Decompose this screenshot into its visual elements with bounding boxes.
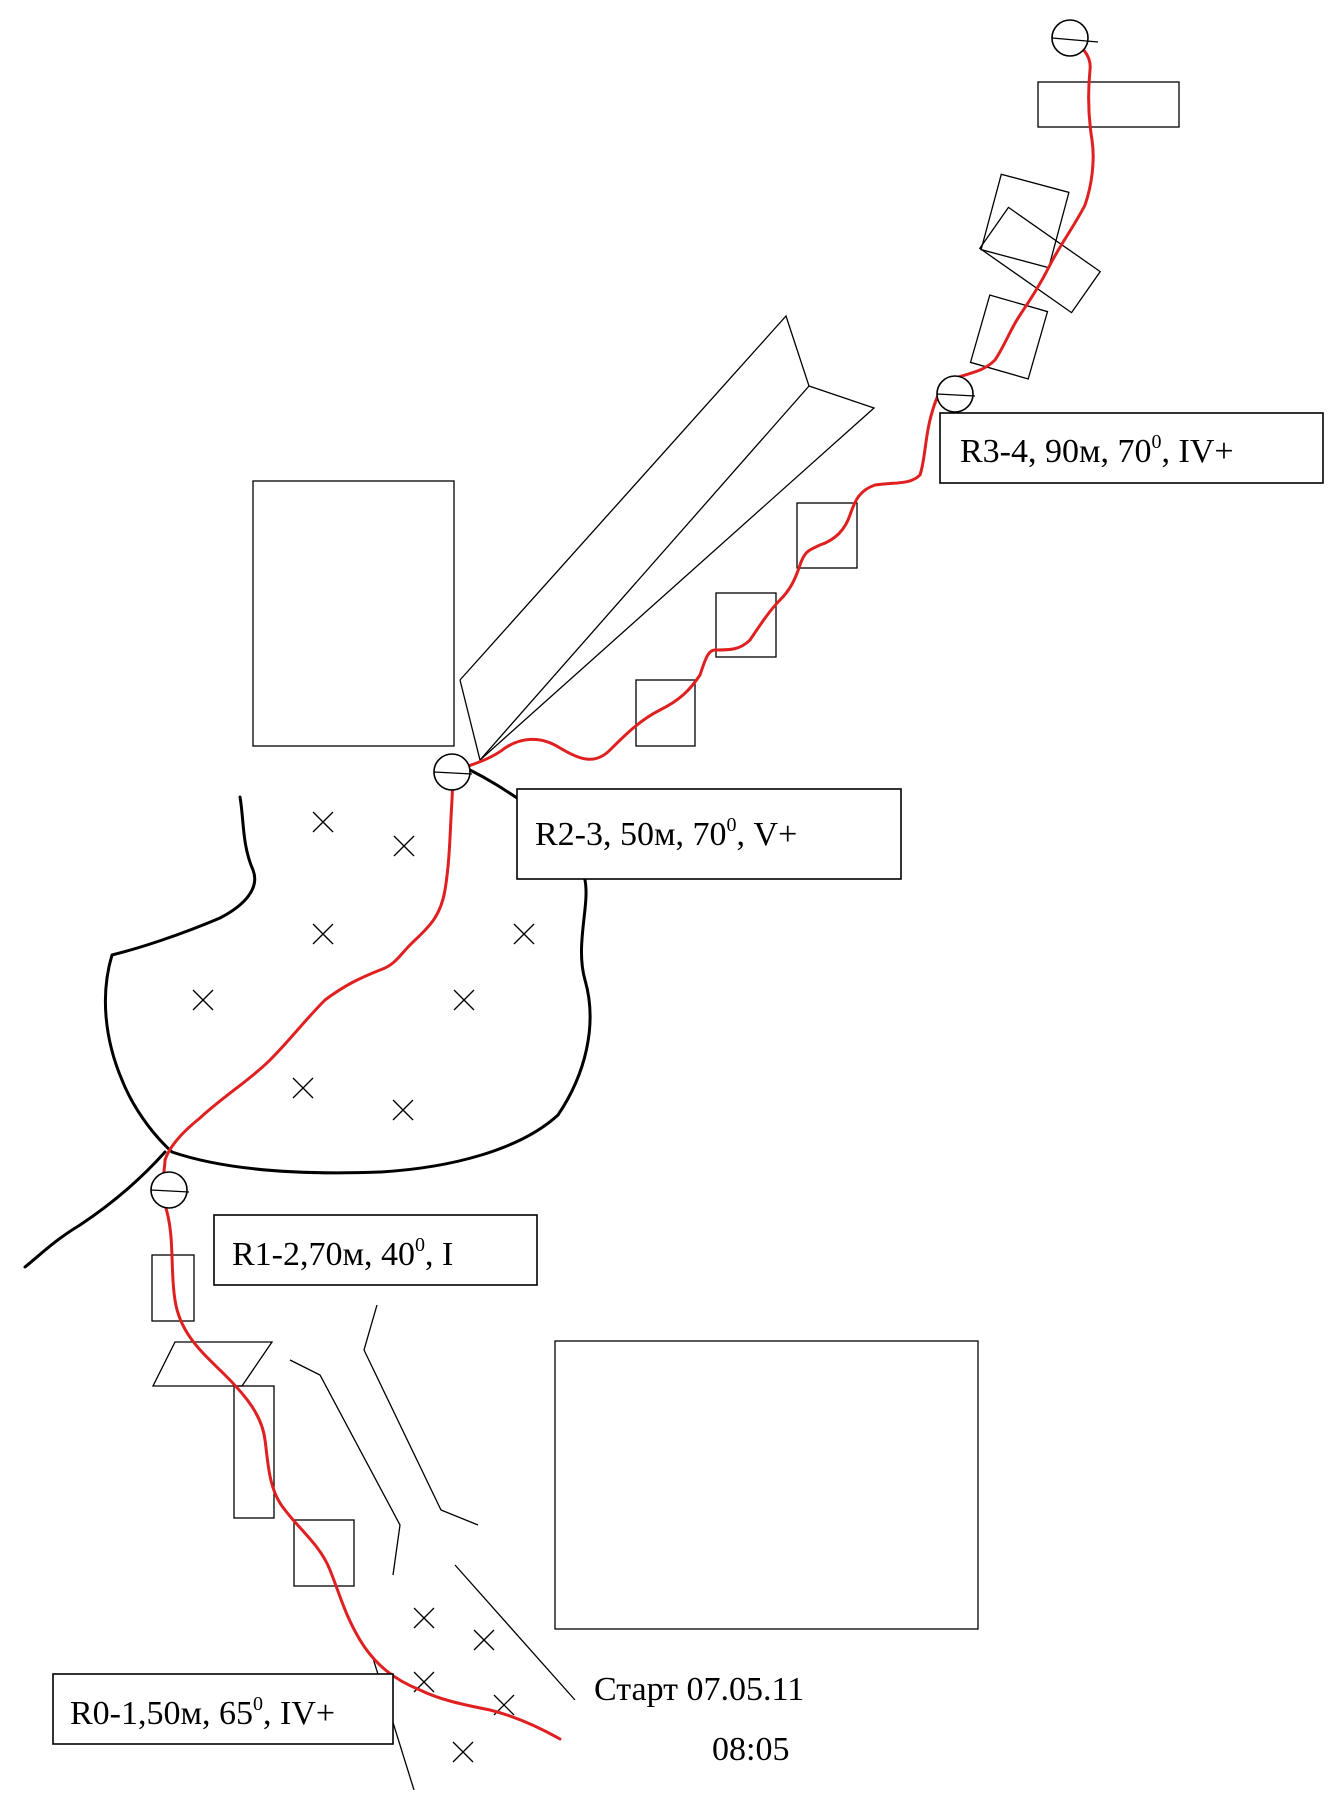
svg-text:R1-2,70м, 400, I: R1-2,70м, 400, I (232, 1234, 453, 1273)
couloir (459, 314, 876, 762)
svg-text:R0-1,50м, 650, IV+: R0-1,50м, 650, IV+ (70, 1693, 335, 1732)
x-mark-icon (292, 1077, 314, 1099)
belay-station-icon (936, 375, 976, 413)
climbing-route (161, 36, 1095, 1741)
belay-station-icon (433, 753, 473, 791)
x-mark-icon (192, 989, 214, 1011)
feature-block-upper-left (252, 480, 455, 747)
x-mark-icon (452, 1741, 474, 1763)
scree-marks (192, 811, 535, 1763)
pitch-label-r12: R1-2,70м, 400, I (213, 1214, 538, 1286)
x-mark-icon (392, 1099, 414, 1121)
x-mark-icon (413, 1607, 435, 1629)
svg-text:R2-3, 50м, 700, V+: R2-3, 50м, 700, V+ (535, 814, 797, 853)
pitch-label-r34: R3-4, 90м, 700, IV+ (939, 412, 1324, 484)
x-mark-icon (312, 923, 334, 945)
x-mark-icon (453, 989, 475, 1011)
x-mark-icon (513, 923, 535, 945)
start-time: 08:05 (712, 1731, 789, 1768)
x-mark-icon (473, 1629, 495, 1651)
belay-station-icon (150, 1171, 190, 1209)
pitch-label-r23: R2-3, 50м, 700, V+ (516, 788, 902, 880)
svg-text:R3-4, 90м, 700, IV+: R3-4, 90м, 700, IV+ (960, 431, 1234, 470)
x-mark-icon (312, 811, 334, 833)
feature-block-lower-right (554, 1340, 979, 1630)
route-steps (151, 81, 1180, 1587)
x-mark-icon (393, 835, 415, 857)
start-date: Старт 07.05.11 (594, 1671, 804, 1708)
start-info: Старт 07.05.11 08:05 (594, 1671, 804, 1768)
pitch-label-r01: R0-1,50м, 650, IV+ (52, 1673, 394, 1745)
belay-station-icon (1051, 19, 1099, 57)
